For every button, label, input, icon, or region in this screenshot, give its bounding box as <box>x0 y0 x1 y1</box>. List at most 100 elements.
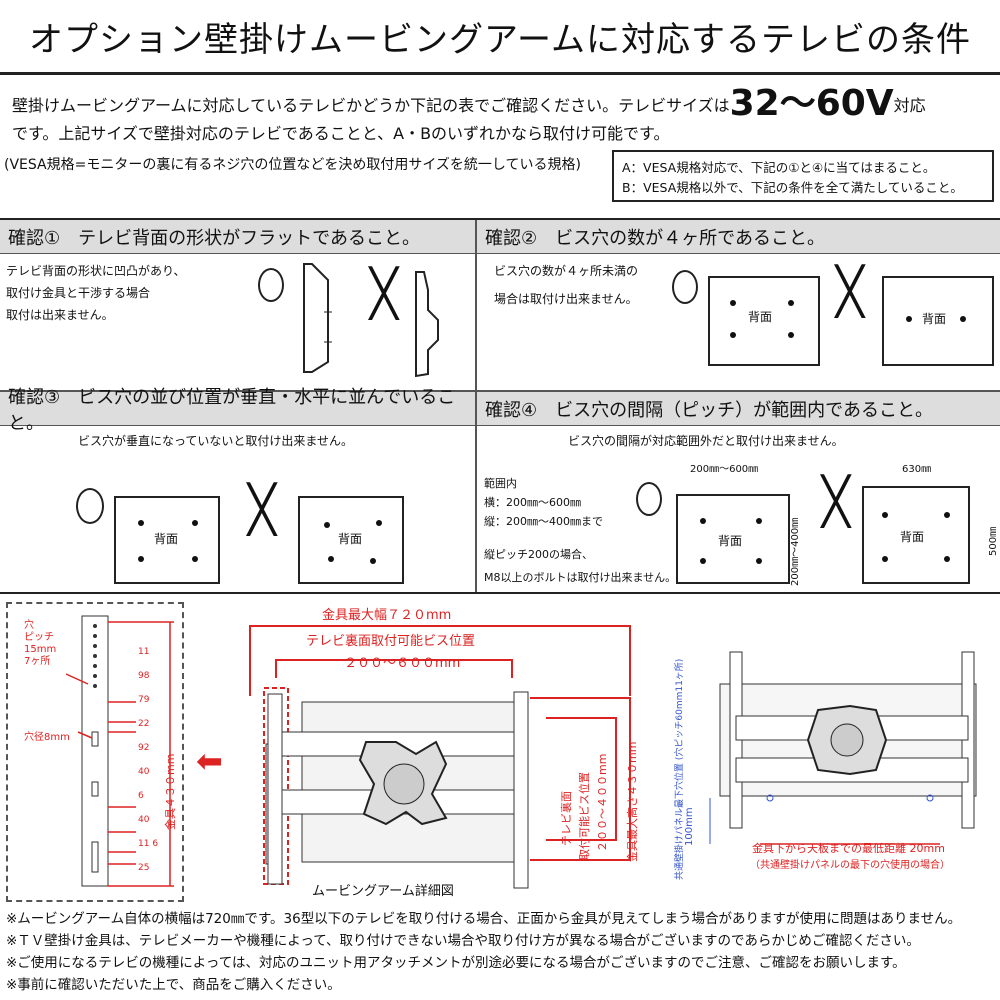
page-title: オプション壁掛けムービングアームに対応するテレビの条件 <box>0 0 1000 75</box>
check2-desc: ビス穴の数が４ヶ所未満の 場合は取付け出来ません。 <box>494 260 638 310</box>
side-num: 6 <box>138 791 144 801</box>
back-panel-ng: 背面 <box>862 486 970 584</box>
panel-vertical-text: 共通壁掛けパネル最下穴位置 (穴ピッチ60mm11ヶ所) <box>675 658 685 880</box>
bracket-length-label: 金具４３０mm <box>164 753 177 830</box>
arrow-left-icon: ⬅ <box>196 742 223 780</box>
back-label: 背面 <box>900 530 925 544</box>
screw-hole <box>944 512 950 518</box>
ok-circle-icon <box>76 488 104 524</box>
vertical-text1: テレビ裏面 <box>560 791 573 846</box>
vertical-max-height: 金具最大高さ４３０mm <box>626 741 639 862</box>
footer-note: ※ムービングアーム自体の横幅は720㎜です。36型以下のテレビを取り付ける場合、… <box>6 911 962 927</box>
screw-hole <box>944 556 950 562</box>
screw-hole <box>960 316 966 322</box>
range-note: M8以上のボルトは取付け出来ません。 <box>484 571 677 584</box>
check1-desc-line: テレビ背面の形状に凹凸があり、 <box>6 264 186 278</box>
checks-grid: 確認① テレビ背面の形状がフラットであること。 テレビ背面の形状に凹凸があり、 … <box>0 218 1000 594</box>
side-num: 98 <box>138 671 150 681</box>
screw-hole <box>756 558 762 564</box>
footer-note: ※ご使用になるテレビの機種によっては、対応のユニット用アタッチメントが別途必要に… <box>6 955 906 971</box>
hole-pitch-line: ピッチ <box>24 632 54 643</box>
condition-a: A：VESA規格対応で、下記の①と④に当てはまること。 <box>622 160 936 175</box>
back-panel-ok: 背面 <box>708 276 820 366</box>
screw-hole <box>192 556 198 562</box>
screw-hole <box>906 316 912 322</box>
side-num: 40 <box>138 815 150 825</box>
range-v: 縦：200㎜〜400㎜まで <box>484 515 603 528</box>
check4-header: 確認④ ビス穴の間隔（ピッチ）が範囲内であること。 <box>477 392 1000 426</box>
screw-range-label: ２００〜６００mm <box>344 656 461 671</box>
dim-100-label: 100mm <box>684 807 695 846</box>
check1-header: 確認① テレビ背面の形状がフラットであること。 <box>0 220 475 254</box>
vertical-text2: 取付可能ビス位置 <box>578 772 591 860</box>
screw-hole <box>730 300 736 306</box>
intro-line1-end: 対応 <box>893 96 926 115</box>
max-width-label: 金具最大幅７２０mm <box>322 608 452 623</box>
back-panel-ng: 背面 <box>298 496 404 584</box>
hole-dia-label: 穴径8mm <box>24 732 70 743</box>
screw-hole <box>882 556 888 562</box>
screw-hole <box>882 512 888 518</box>
check2-desc-line: 場合は取付け出来ません。 <box>494 292 638 306</box>
ng-cross-icon: ╳ <box>822 474 850 528</box>
conditions-box: A：VESA規格対応で、下記の①と④に当てはまること。 B：VESA規格以外で、… <box>612 150 994 202</box>
vesa-note: (VESA規格=モニターの裏に有るネジ穴の位置などを決め取付用サイズを統一してい… <box>4 157 581 173</box>
side-num: 22 <box>138 719 150 729</box>
wall-panel-drawing <box>709 651 977 845</box>
back-panel-ok: 背面 <box>676 494 790 584</box>
flat-tv-profile-icon <box>303 263 332 373</box>
screw-pos-label: テレビ裏面取付可能ビス位置 <box>306 634 476 649</box>
side-num: 92 <box>138 743 150 753</box>
screw-hole <box>788 300 794 306</box>
hole-pitch-line: 7ヶ所 <box>24 656 51 667</box>
screw-hole <box>328 556 334 562</box>
bracket-detail-box <box>6 602 184 902</box>
screw-hole <box>756 518 762 524</box>
ok-circle-icon <box>672 270 698 304</box>
diagram-caption: ムービングアーム詳細図 <box>312 884 454 899</box>
screw-hole <box>370 558 376 564</box>
check2-header: 確認② ビス穴の数が４ヶ所であること。 <box>477 220 1000 254</box>
range-title: 範囲内 <box>484 477 517 490</box>
ng-cross-icon: ╳ <box>370 266 398 320</box>
hole-pitch-line: 穴 <box>24 620 34 631</box>
intro-text: 壁掛けムービングアームに対応しているテレビかどうか下記の表でご確認ください。テレ… <box>12 86 997 148</box>
check1-desc-line: 取付け金具と干渉する場合 <box>6 286 151 300</box>
min-distance-sub: （共通壁掛けパネルの最下の穴使用の場合） <box>750 860 950 871</box>
screw-hole <box>192 520 198 526</box>
moving-arm-drawing <box>249 625 631 889</box>
range-note: 縦ピッチ200の場合、 <box>484 548 593 561</box>
check4-range: 範囲内 横：200㎜〜600㎜ 縦：200㎜〜400㎜まで 縦ピッチ200の場合… <box>484 474 676 587</box>
ng-cross-icon: ╳ <box>248 482 276 536</box>
screw-hole <box>138 520 144 526</box>
grid-divider-v <box>475 220 477 592</box>
back-label: 背面 <box>338 532 363 546</box>
vertical-text3: ２００〜４００mm <box>596 753 609 852</box>
screw-hole <box>700 558 706 564</box>
check1-desc-line: 取付は出来ません。 <box>6 308 114 322</box>
bracket-detail-drawing <box>65 615 174 887</box>
check2-desc-line: ビス穴の数が４ヶ所未満の <box>494 264 639 278</box>
back-label: 背面 <box>748 310 773 324</box>
ng-cross-icon: ╳ <box>836 264 864 318</box>
side-num: 25 <box>138 863 150 873</box>
ok-circle-icon <box>636 482 662 516</box>
side-num: 79 <box>138 695 150 705</box>
side-num: 40 <box>138 767 150 777</box>
side-dimension-numbers: 11 98 79 22 92 40 6 40 11 6 25 <box>138 640 158 880</box>
screw-hole <box>376 520 382 526</box>
ok-circle-icon <box>258 268 284 302</box>
min-distance-label: 金具下から天板までの最低距離 20mm <box>752 842 945 855</box>
hole-pitch-line: 15mm <box>24 644 57 655</box>
hole-pitch-label: 穴 ピッチ 15mm 7ヶ所 <box>24 620 56 668</box>
range-h: 横：200㎜〜600㎜ <box>484 496 581 509</box>
back-label: 背面 <box>154 532 179 546</box>
condition-b: B：VESA規格以外で、下記の条件を全て満たしていること。 <box>622 180 963 195</box>
dim-ng-v: 500㎜ <box>988 526 999 556</box>
screw-hole <box>138 556 144 562</box>
grid-divider-h <box>0 390 1000 392</box>
bumpy-tv-profile-icon <box>415 271 439 378</box>
back-panel-ng: 背面 <box>882 276 994 366</box>
check3-header: 確認③ ビス穴の並び位置が垂直・水平に並んでいること。 <box>0 387 475 434</box>
footer-note: ※ＴＶ壁掛け金具は、テレビメーカーや機種によって、取り付けできない場合や取り付け… <box>6 933 920 949</box>
